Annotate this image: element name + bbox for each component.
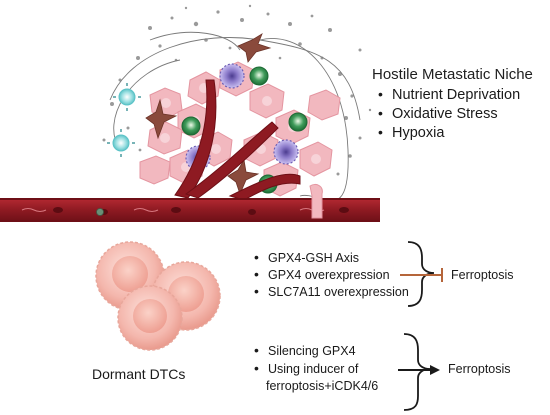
bullet-icon: •	[254, 342, 259, 358]
bullet-icon: •	[254, 360, 259, 376]
induction-item-label: ferroptosis+iCDK4/6	[266, 379, 379, 393]
induction-item: • Silencing GPX4	[254, 342, 378, 360]
resistance-brace	[407, 241, 435, 307]
resistance-item: • SLC7A11 overexpression	[254, 283, 409, 300]
bullet-icon: •	[254, 266, 259, 282]
resistance-item-label: SLC7A11 overexpression	[268, 285, 409, 299]
niche-item: • Hypoxia	[378, 123, 520, 142]
ferroptosis-inhibited-label: Ferroptosis	[451, 268, 514, 282]
induction-item-label: Silencing GPX4	[268, 344, 356, 358]
niche-item: • Oxidative Stress	[378, 104, 520, 123]
activation-arrow	[398, 365, 440, 375]
niche-item-label: Nutrient Deprivation	[392, 87, 521, 103]
inhibition-arrow	[400, 268, 443, 282]
blood-vessel	[0, 79, 380, 222]
resistance-item-label: GPX4 overexpression	[268, 268, 390, 282]
bullet-icon: •	[254, 283, 259, 299]
induction-brace	[403, 333, 431, 411]
resistance-mechanisms-list: • GPX4-GSH Axis • GPX4 overexpression • SLC…	[254, 249, 409, 300]
virus-particles	[107, 83, 141, 157]
induction-strategies-list: • Silencing GPX4 • Using inducer of ferrop…	[254, 342, 378, 395]
induction-item-label: Using inducer of	[268, 362, 359, 376]
green-immune-cells	[181, 66, 308, 194]
niche-item-label: Hypoxia	[392, 125, 445, 141]
resistance-item-label: GPX4-GSH Axis	[268, 251, 359, 265]
induction-item-continuation: ferroptosis+iCDK4/6	[254, 378, 378, 395]
dormant-dtc-label: Dormant DTCs	[92, 366, 186, 382]
bullet-icon: •	[378, 86, 383, 102]
resistance-item: • GPX4 overexpression	[254, 266, 409, 283]
dormant-dtc-cluster	[95, 241, 221, 351]
bullet-icon: •	[378, 124, 383, 140]
bullet-icon: •	[254, 249, 259, 265]
niche-conditions-list: •Nutrient Deprivation •Oxidative Stress …	[378, 85, 520, 142]
bullet-icon: •	[378, 105, 383, 121]
dtc-cell-3	[117, 285, 183, 351]
niche-title: Hostile Metastatic Niche	[372, 66, 533, 83]
niche-item: • Nutrient Deprivation	[378, 85, 520, 104]
niche-item-label: Oxidative Stress	[392, 106, 498, 122]
resistance-item: • GPX4-GSH Axis	[254, 249, 409, 266]
stromal-cells	[145, 33, 272, 196]
ferroptosis-induced-label: Ferroptosis	[448, 362, 511, 376]
niche-particles	[102, 4, 372, 176]
induction-item: • Using inducer of	[254, 360, 378, 378]
